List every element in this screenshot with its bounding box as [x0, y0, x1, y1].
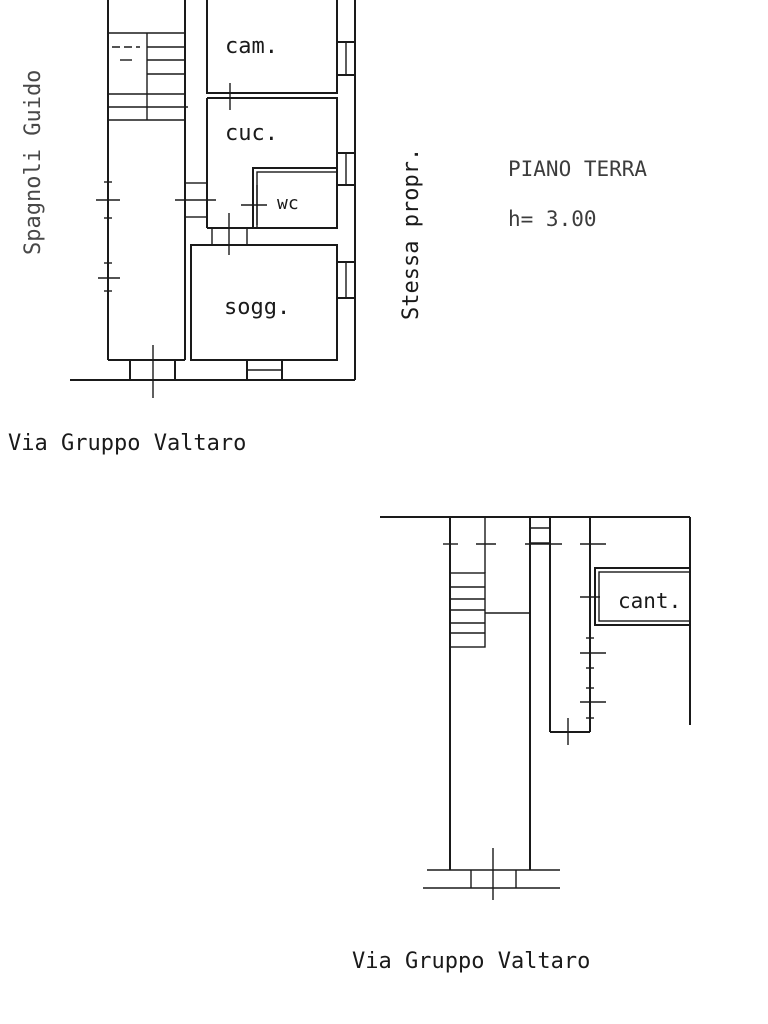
room-label-cant: cant.: [618, 589, 681, 613]
room-label-wc: wc: [277, 193, 299, 214]
room-label-cuc: cuc.: [225, 121, 278, 146]
ground-floor-plan: cam. cuc. wc sogg. Spagnoli Guido Stessa…: [8, 0, 647, 456]
street-label-ground: Via Gruppo Valtaro: [8, 431, 246, 456]
basement-staircase: [449, 517, 486, 648]
room-label-sogg: sogg.: [224, 295, 290, 320]
right-neighbor-label: Stessa propr.: [399, 148, 424, 320]
floor-title: PIANO TERRA: [508, 157, 647, 181]
left-neighbor-label: Spagnoli Guido: [21, 70, 46, 255]
street-label-basement: Via Gruppo Valtaro: [352, 949, 590, 974]
basement-plan: cant. Via Gruppo Valtaro: [352, 516, 691, 974]
room-label-cam: cam.: [225, 34, 278, 59]
floor-height: h= 3.00: [508, 207, 597, 231]
staircase: [108, 32, 188, 121]
